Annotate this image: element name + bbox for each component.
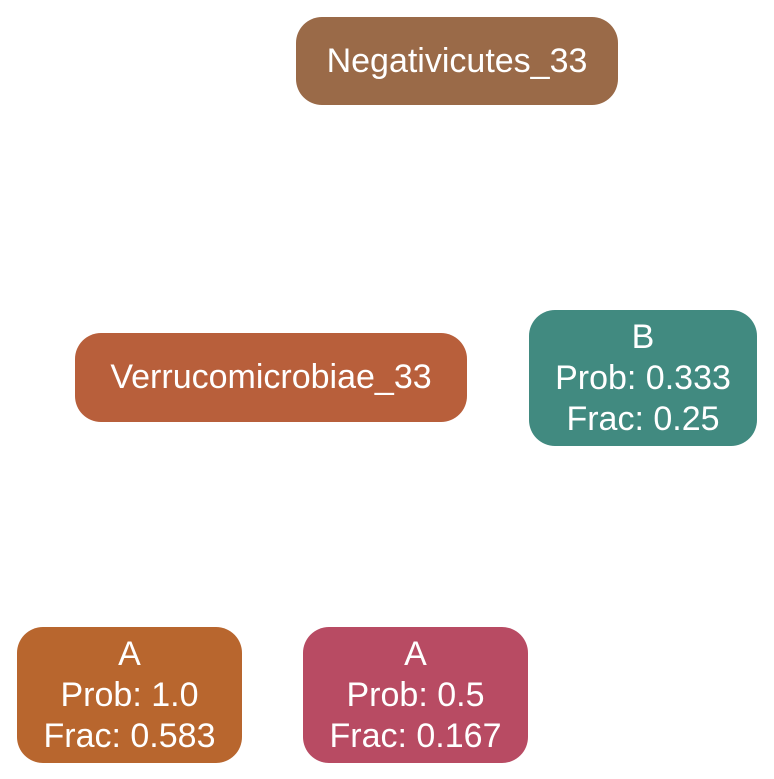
leaf-node-a-1: A Prob: 1.0 Frac: 0.583 bbox=[17, 627, 242, 763]
leaf-class-label: A bbox=[118, 634, 141, 673]
leaf-frac: Frac: 0.167 bbox=[329, 716, 502, 755]
node-verrucomicrobiae: Verrucomicrobiae_33 bbox=[75, 333, 467, 422]
node-label: Verrucomicrobiae_33 bbox=[110, 358, 432, 396]
leaf-prob: Prob: 1.0 bbox=[60, 675, 199, 714]
leaf-class-label: B bbox=[631, 317, 655, 356]
leaf-node-b: B Prob: 0.333 Frac: 0.25 bbox=[529, 310, 757, 446]
leaf-class-label: A bbox=[404, 634, 427, 673]
leaf-prob: Prob: 0.333 bbox=[555, 358, 731, 397]
leaf-prob: Prob: 0.5 bbox=[346, 675, 485, 714]
node-label: Negativicutes_33 bbox=[326, 41, 588, 80]
leaf-frac: Frac: 0.583 bbox=[43, 716, 216, 755]
node-negativicutes: Negativicutes_33 bbox=[296, 17, 618, 105]
leaf-node-a-2: A Prob: 0.5 Frac: 0.167 bbox=[303, 627, 528, 763]
leaf-frac: Frac: 0.25 bbox=[566, 399, 720, 438]
